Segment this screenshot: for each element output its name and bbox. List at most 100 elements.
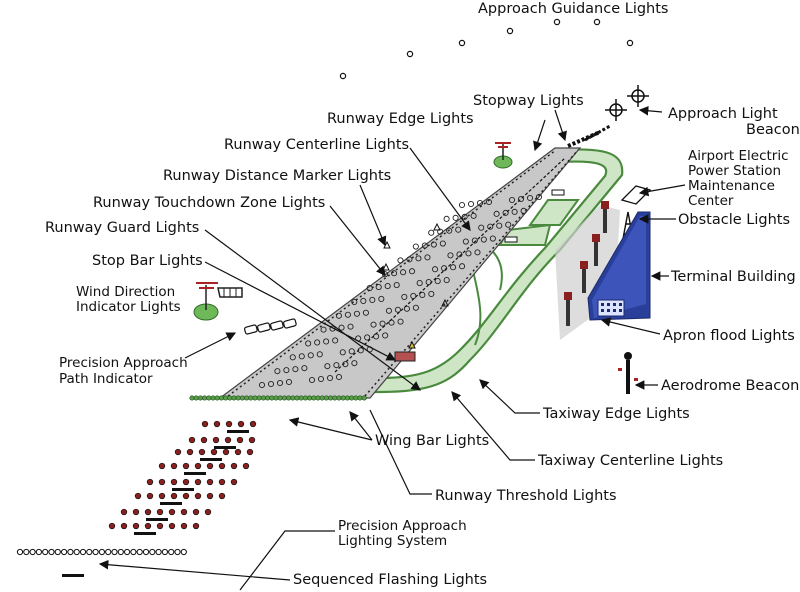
label-papi-1: Precision Approach [59,355,188,371]
threshold-light [231,395,237,401]
label-power-station-2: Power Station [688,163,781,179]
sequenced-light [16,548,24,556]
sequenced-light [130,548,137,556]
touchdown-light [320,326,327,333]
label-approach-beacon-1: Approach Light [668,106,778,122]
approach-light [174,448,182,456]
threshold-light [193,395,199,401]
leader-lines [98,105,686,591]
approach-light [237,420,245,428]
label-terminal: Terminal Building [670,269,796,285]
sequenced-light [161,548,168,556]
touchdown-light [432,266,439,273]
sequenced-light [149,548,156,556]
aerodrome-beacon [618,352,638,394]
approach-light [200,436,208,444]
touchdown-light [375,284,382,291]
touchdown-zone-lights [258,193,543,389]
touchdown-light [478,224,485,231]
touchdown-light [362,309,369,316]
approach-light [218,492,226,500]
sequenced-light [98,548,106,556]
label-distance-marker: Runway Distance Marker Lights [163,168,391,184]
approach-bar [134,532,156,535]
threshold-light [260,395,266,401]
power-station [620,185,652,205]
approach-light [146,492,154,500]
touchdown-light [416,280,423,287]
sequenced-light [155,548,162,556]
touchdown-light [428,229,435,236]
touchdown-light [292,366,299,373]
label-stopway: Stopway Lights [473,93,584,109]
touchdown-light [535,193,543,201]
label-apron-flood: Apron flood Lights [663,328,795,344]
sequenced-light [35,548,43,556]
approach-light [182,492,190,500]
approach-light [134,492,142,500]
touchdown-light [384,283,391,290]
approach-light [146,478,154,486]
approach-light [222,448,230,456]
touchdown-light [465,250,472,257]
approach-light [242,462,250,470]
label-approach-lighting-1: Precision Approach [338,518,467,534]
label-runway-guard: Runway Guard Lights [45,220,199,236]
approach-bar [214,446,236,449]
touchdown-light [480,236,487,243]
touchdown-light [421,242,428,249]
touchdown-light [274,368,281,375]
touchdown-light [406,256,413,263]
threshold-light [218,395,224,401]
approach-light [156,508,164,516]
threshold-light [277,395,283,401]
threshold-light [235,395,241,401]
approach-light [192,508,200,516]
approach-light [156,522,164,530]
threshold-light [294,395,300,401]
approach-light [194,478,202,486]
touchdown-light [485,198,493,206]
threshold-light [357,395,363,401]
sequenced-light [29,548,36,556]
approach-lighting-system [16,420,257,577]
threshold-light [315,395,321,401]
touchdown-light [394,306,401,313]
touchdown-light [324,363,331,370]
touchdown-light [391,270,398,277]
approach-light [249,420,257,428]
touchdown-light [505,221,512,228]
sequenced-light [73,548,80,556]
approach-light [212,436,220,444]
touchdown-light [476,199,484,207]
touchdown-light [471,237,478,244]
touchdown-light [344,311,351,318]
approach-light [132,508,140,516]
approach-light [206,492,214,500]
touchdown-light [434,278,441,285]
approach-light [132,522,140,530]
approach-light [206,462,214,470]
threshold-light [328,395,334,401]
runway-edge-left [227,149,557,397]
touchdown-light [487,223,494,230]
touchdown-light [385,307,392,314]
approach-bar [146,518,168,521]
touchdown-light [403,305,410,312]
touchdown-light [308,376,316,384]
touchdown-light [369,296,376,303]
touchdown-light [307,352,314,359]
label-taxiway-centerline: Taxiway Centerline Lights [537,453,723,469]
touchdown-light [366,285,373,292]
sequenced-light [48,548,55,556]
approach-bar [160,502,182,505]
touchdown-light [489,235,496,242]
approach-light [180,508,188,516]
approach-light [168,522,176,530]
sequenced-light [23,548,30,556]
approach-light [225,420,233,428]
touchdown-light [305,340,312,347]
apron-flood-lights [564,201,609,326]
wind-direction-indicator-top [493,142,513,169]
